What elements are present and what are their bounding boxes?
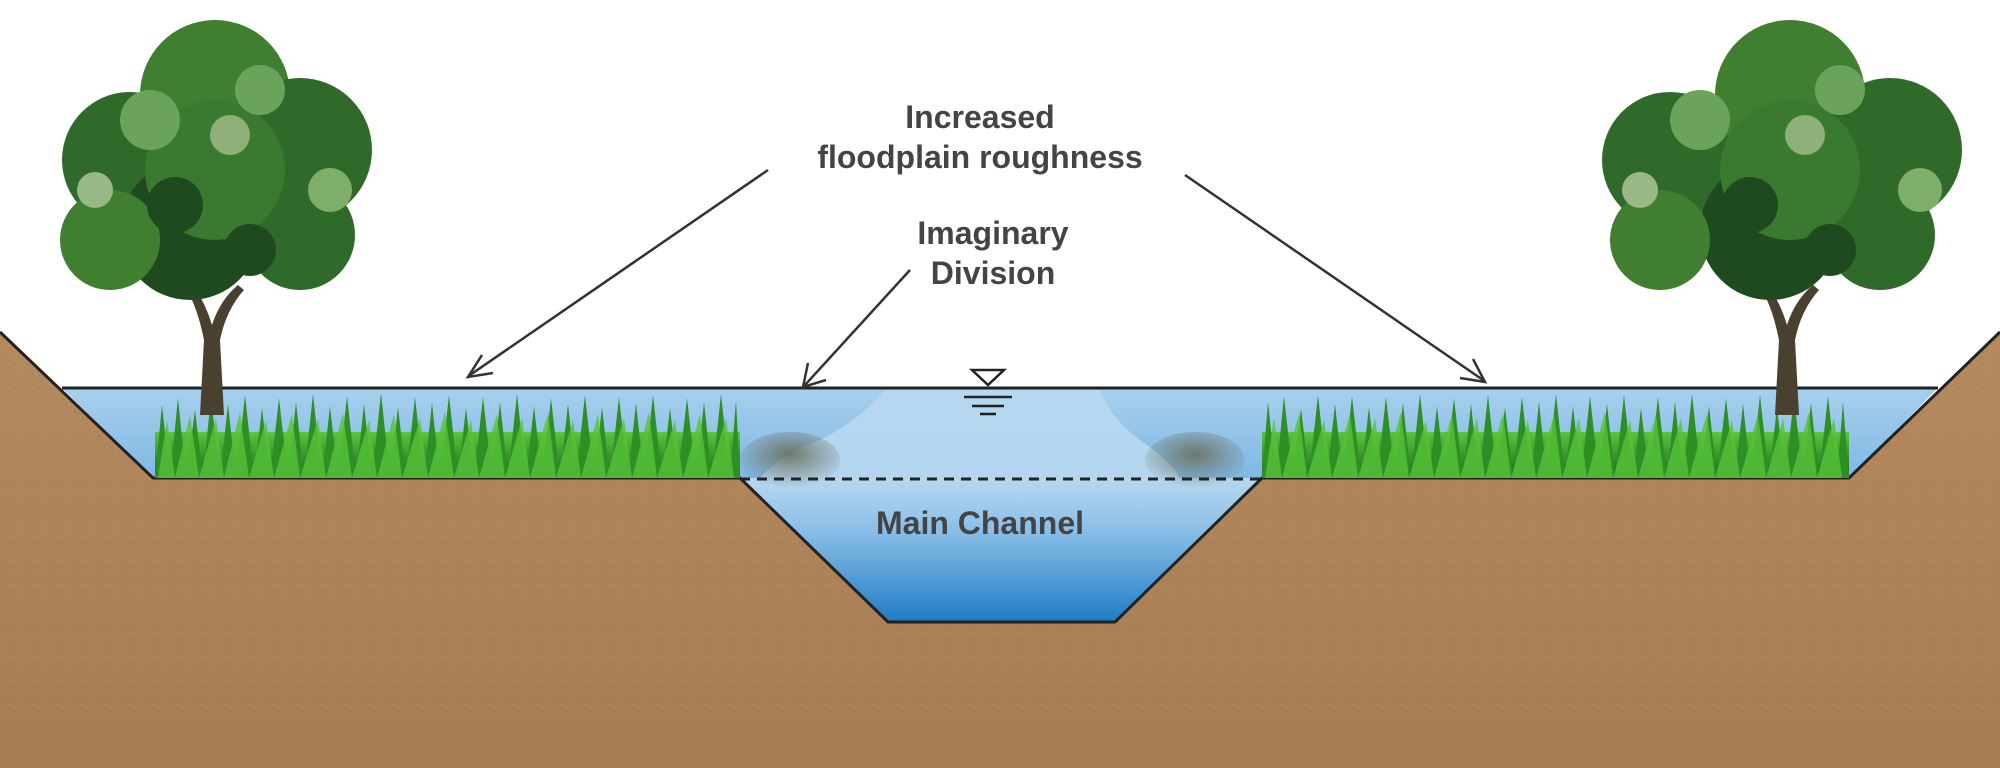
grass-right <box>1262 394 1849 478</box>
tree-left-icon <box>60 20 372 415</box>
main-channel-label: Main Channel <box>876 505 1084 541</box>
grass-left <box>155 393 740 478</box>
tree-right-icon <box>1602 20 1962 415</box>
channel-surface-water <box>760 390 1180 478</box>
floodplain-roughness-label-line2: floodplain roughness <box>817 139 1142 175</box>
arrow-floodplain-left <box>465 168 769 379</box>
arrow-imaginary-division <box>801 269 911 389</box>
main-channel-water <box>740 478 1262 622</box>
water-surface-triangle-icon <box>964 368 1012 416</box>
soil-texture <box>0 332 2000 768</box>
bank-shadow-left <box>740 432 840 488</box>
arrow-floodplain-right <box>1184 173 1488 384</box>
floodplain-roughness-label-line1: Increased <box>905 99 1054 135</box>
bank-shadow-right <box>1145 432 1245 488</box>
imaginary-division-label-line2: Division <box>931 255 1055 291</box>
imaginary-division-label-line1: Imaginary <box>917 215 1068 251</box>
